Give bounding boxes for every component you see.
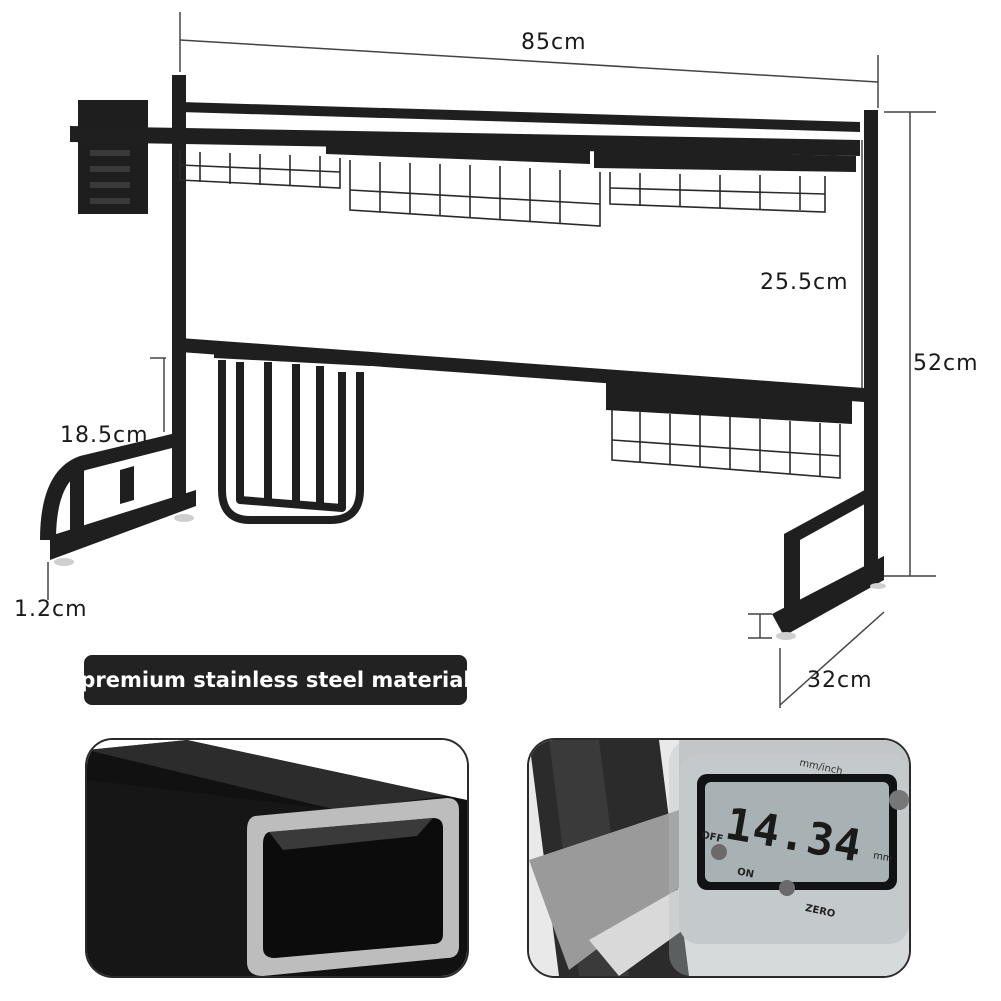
foot-height-dimension-label: 1.2cm	[14, 597, 88, 622]
board-holder	[218, 360, 364, 524]
side-height-dimension-label: 18.5cm	[60, 423, 149, 448]
shelf-gap-dimension-label: 25.5cm	[760, 270, 849, 295]
caliper-image	[529, 740, 909, 976]
top-shelf-frame	[70, 75, 878, 580]
utensil-holder	[78, 100, 148, 214]
dish-rack-illustration	[40, 12, 936, 708]
dimension-lines	[47, 12, 936, 708]
height-dimension-label: 52cm	[913, 351, 979, 376]
material-badge: premium stainless steel material	[80, 655, 471, 705]
depth-dimension-label: 32cm	[807, 668, 873, 693]
caliper-measurement-photo: mm/inch 14.34 mm OFF ON ZERO	[527, 738, 911, 978]
steel-tube-image	[87, 740, 467, 976]
width-dimension-label: 85cm	[521, 30, 587, 55]
top-wire-baskets	[179, 150, 826, 227]
left-foot	[40, 432, 196, 566]
right-foot	[772, 486, 886, 640]
lower-basket	[606, 384, 852, 479]
tube-cross-section-photo	[85, 738, 469, 978]
